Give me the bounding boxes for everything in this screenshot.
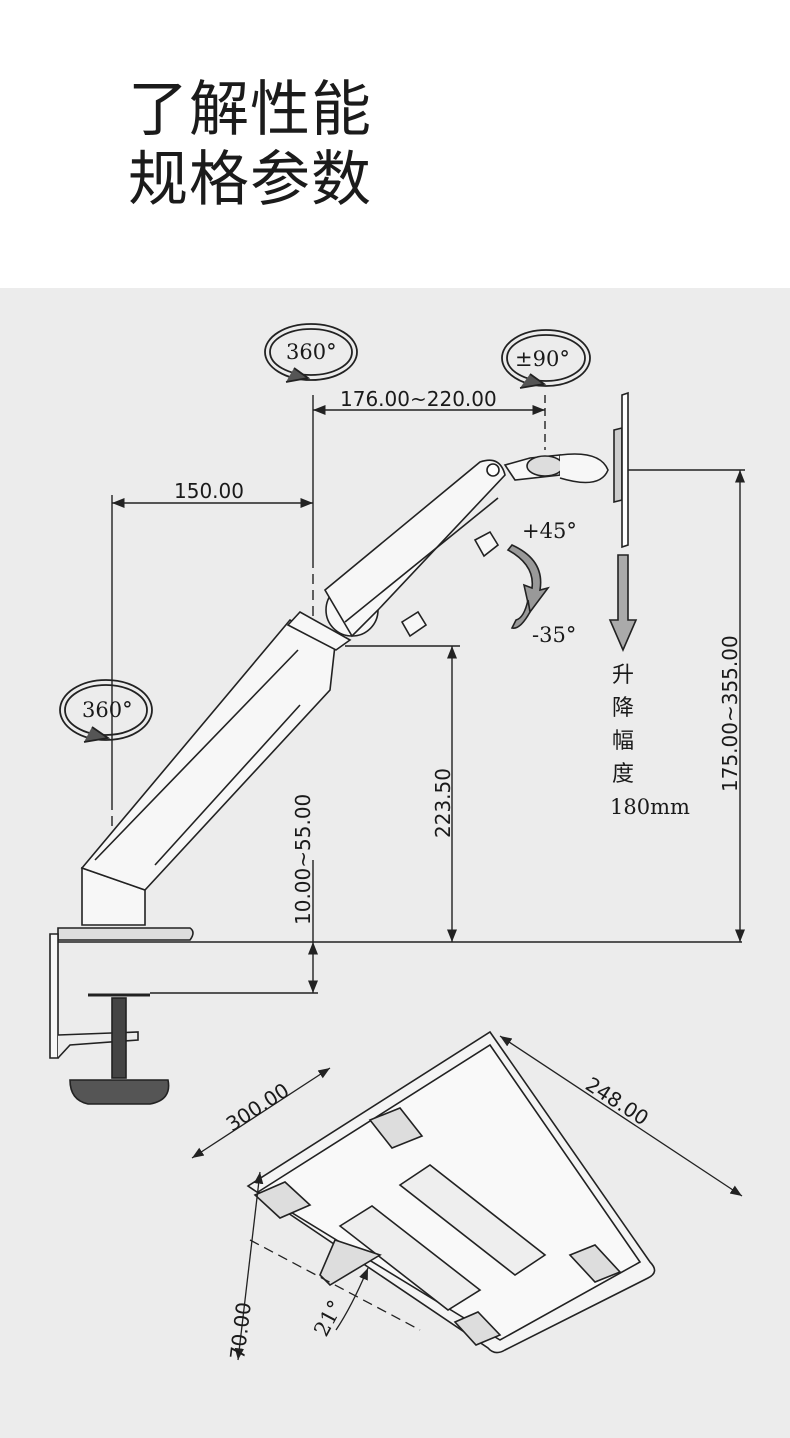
tray-height-label: 70.00 bbox=[225, 1301, 256, 1361]
arm-reach-label: 176.00~220.00 bbox=[340, 387, 497, 411]
rotation-top-label: 360° bbox=[286, 340, 337, 364]
base-offset-label: 150.00 bbox=[174, 479, 244, 503]
height-range-label: 175.00~355.00 bbox=[718, 635, 742, 792]
rotate-top-icon bbox=[264, 323, 358, 383]
lift-label-char: 降 bbox=[612, 696, 634, 721]
lift-arrow-icon bbox=[608, 554, 638, 653]
rotation-indicators bbox=[59, 323, 591, 743]
lift-label-char: 度 bbox=[612, 762, 634, 787]
lift-value-label: 180mm bbox=[610, 795, 690, 819]
clamp-range-label: 10.00~55.00 bbox=[291, 794, 315, 925]
pole-height-label: 223.50 bbox=[431, 768, 455, 838]
monitor-arm-drawing bbox=[49, 391, 629, 1105]
header-section: 了解性能 规格参数 bbox=[0, 0, 790, 288]
rotation-base-label: 360° bbox=[82, 698, 133, 722]
laptop-tray-drawing bbox=[246, 1030, 656, 1354]
tilt-arrow-icon bbox=[506, 544, 550, 629]
dimension-lines bbox=[58, 395, 746, 994]
tray-angle-label: 21° bbox=[309, 1296, 348, 1340]
tray-dimension-lines bbox=[191, 1035, 743, 1361]
tray-depth-label: 248.00 bbox=[581, 1072, 653, 1130]
rotate-head-icon bbox=[501, 329, 591, 389]
rotate-base-icon bbox=[59, 679, 153, 743]
tray-width-label: 300.00 bbox=[222, 1078, 294, 1136]
page-title-line2: 规格参数 bbox=[128, 145, 372, 215]
rotation-head-label: ±90° bbox=[515, 347, 570, 371]
lift-label-char: 幅 bbox=[612, 729, 634, 754]
tilt-up-label: +45° bbox=[522, 519, 577, 543]
lift-label-char: 升 bbox=[612, 663, 634, 688]
tilt-down-label: -35° bbox=[532, 623, 576, 647]
page-title-line1: 了解性能 bbox=[128, 75, 372, 145]
